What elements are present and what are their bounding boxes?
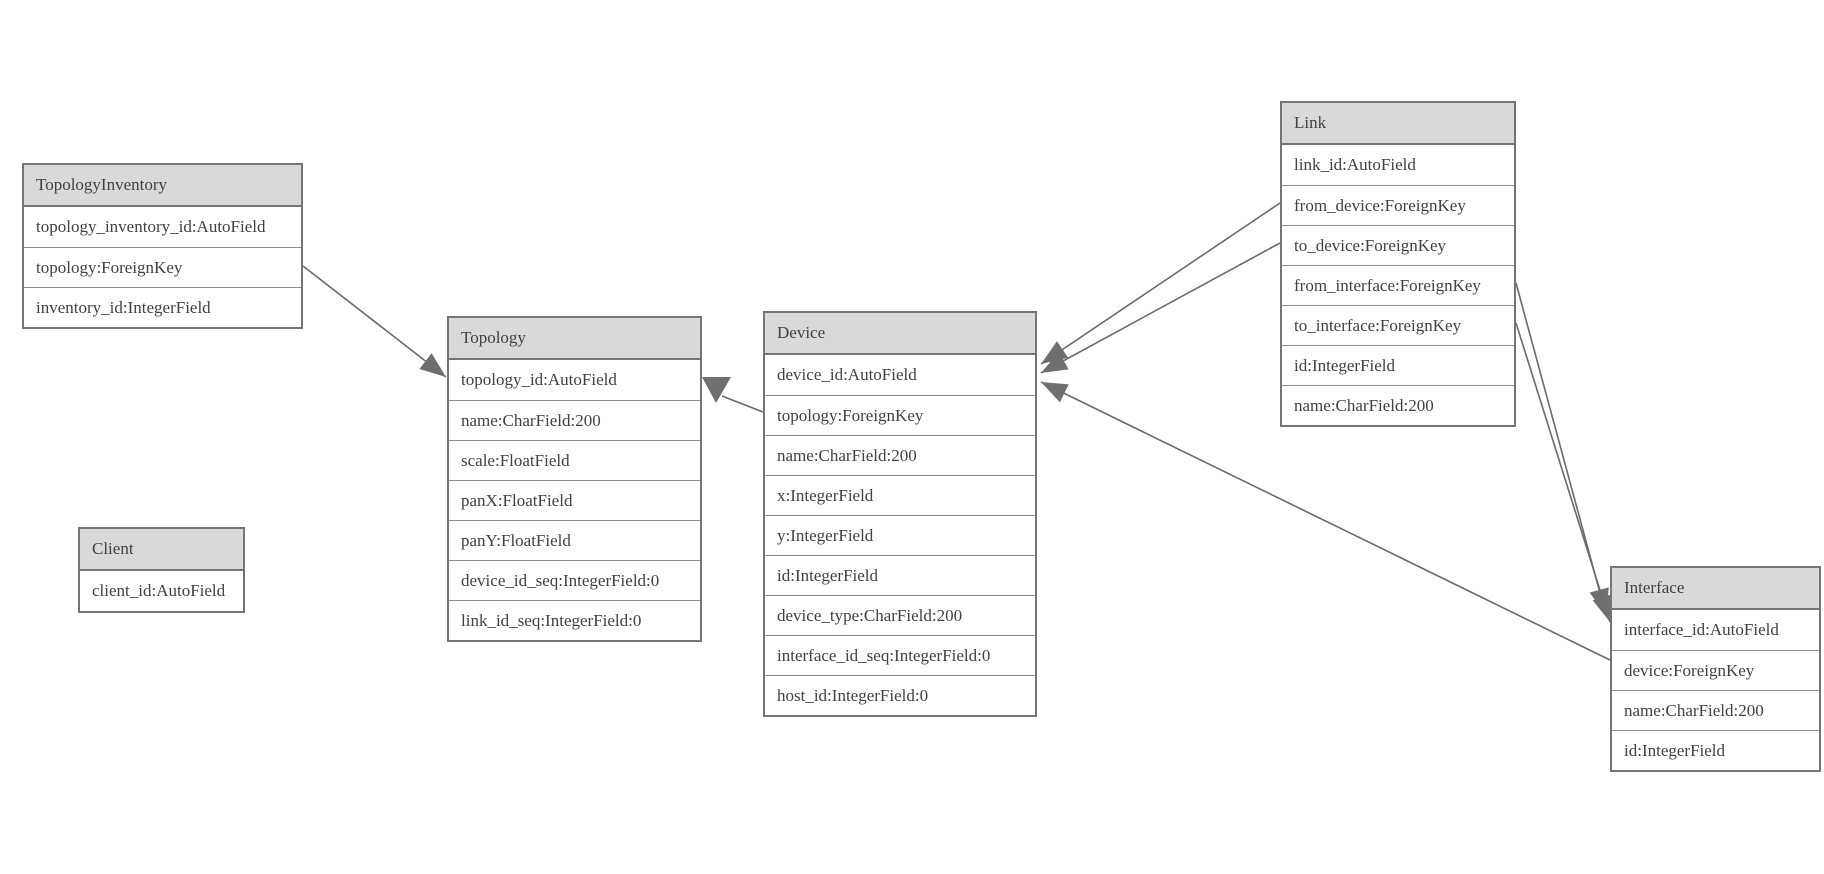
entity-field: link_id:AutoField [1294, 155, 1416, 174]
entity-field: host_id:IntegerField:0 [765, 675, 1035, 715]
entity-field: id:IntegerField [1282, 345, 1514, 385]
entity-field: id:IntegerField [765, 555, 1035, 595]
entity-table-topology: Topology topology_id:AutoField name:CharFi… [447, 316, 702, 642]
entity-title: Device [765, 313, 1035, 355]
entity-field: panY:FloatField [449, 520, 700, 560]
entity-field: interface_id:AutoField [1624, 620, 1779, 639]
entity-field: topology:ForeignKey [24, 247, 301, 287]
entity-title: Interface [1612, 568, 1819, 610]
entity-field: to_interface:ForeignKey [1282, 305, 1514, 345]
entity-field: device_id:AutoField [777, 365, 917, 384]
entity-field: id:IntegerField [1612, 730, 1819, 770]
entity-title: Link [1282, 103, 1514, 145]
relation-edge [1040, 242, 1281, 374]
entity-field: topology_id:AutoField [461, 370, 617, 389]
entity-table-topologyinventory: TopologyInventory topology_inventory_id:A… [22, 163, 303, 329]
entity-field: topology_inventory_id:AutoField [36, 217, 266, 236]
relation-edge [1040, 202, 1281, 365]
entity-field: name:CharField:200 [1612, 690, 1819, 730]
relation-arrowhead [702, 377, 731, 403]
entity-table-interface: Interface interface_id:AutoField device:Fo… [1610, 566, 1821, 772]
entity-field: name:CharField:200 [1282, 385, 1514, 425]
entity-field: from_device:ForeignKey [1282, 185, 1514, 225]
entity-table-device: Device device_id:AutoField topology:Foreig… [763, 311, 1037, 717]
entity-field: panX:FloatField [449, 480, 700, 520]
relation-edge [721, 395, 764, 413]
entity-field: to_device:ForeignKey [1282, 225, 1514, 265]
entity-table-client: Client client_id:AutoField [78, 527, 245, 613]
entity-field: y:IntegerField [765, 515, 1035, 555]
entity-field: name:CharField:200 [765, 435, 1035, 475]
entity-field: interface_id_seq:IntegerField:0 [765, 635, 1035, 675]
relation-edge [1515, 282, 1609, 616]
entity-field: device:ForeignKey [1612, 650, 1819, 690]
entity-field: client_id:AutoField [92, 581, 226, 600]
entity-field: scale:FloatField [449, 440, 700, 480]
entity-title: TopologyInventory [24, 165, 301, 207]
entity-field: name:CharField:200 [449, 400, 700, 440]
relation-edge [302, 265, 447, 378]
entity-field: inventory_id:IntegerField [24, 287, 301, 327]
entity-field: device_type:CharField:200 [765, 595, 1035, 635]
relation-edge [1515, 322, 1612, 623]
entity-field: x:IntegerField [765, 475, 1035, 515]
entity-field: device_id_seq:IntegerField:0 [449, 560, 700, 600]
entity-table-link: Link link_id:AutoField from_device:Foreign… [1280, 101, 1516, 427]
entity-field: from_interface:ForeignKey [1282, 265, 1514, 305]
entity-title: Topology [449, 318, 700, 360]
entity-field: link_id_seq:IntegerField:0 [449, 600, 700, 640]
entity-title: Client [80, 529, 243, 571]
entity-field: topology:ForeignKey [765, 395, 1035, 435]
